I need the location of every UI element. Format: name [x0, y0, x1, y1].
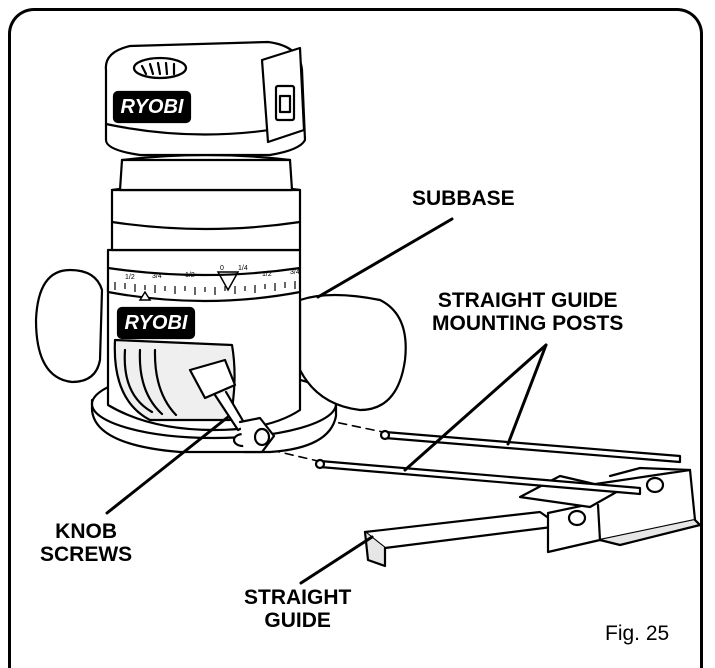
callout-straight-guide-line2: GUIDE [264, 609, 331, 632]
callout-mounting-posts-line2: MOUNTING POSTS [432, 312, 624, 335]
base-logo: RYOBI [125, 312, 188, 334]
scale-mark-label: 1/2 [262, 271, 272, 278]
callout-straight-guide-line1: STRAIGHT [244, 586, 352, 609]
knob-screws-leader [105, 415, 230, 515]
callout-subbase: SUBBASE [412, 187, 515, 210]
callout-knob-screws: KNOB SCREWS [40, 520, 132, 566]
mounting-posts [314, 429, 682, 496]
posts-leader-2 [506, 343, 548, 446]
scale-labels: 1/2 3/4 1/2 0 1/4 1/2 3/4 [125, 265, 300, 281]
figure-frame [8, 8, 703, 668]
scale-mark-label: 1/2 [125, 274, 135, 281]
scale-mark-label: 3/4 [152, 273, 162, 280]
depth-scale [114, 281, 296, 295]
router-base [34, 248, 407, 454]
posts-leader-1 [403, 343, 548, 472]
callout-mounting-posts: STRAIGHT GUIDE MOUNTING POSTS [432, 289, 623, 335]
scale-mark-label: 1/2 [185, 272, 195, 279]
straight-guide-leader [299, 535, 374, 585]
callout-mounting-posts-line1: STRAIGHT GUIDE [437, 289, 618, 312]
subbase-leader [316, 217, 454, 299]
scale-mark-label: 1/4 [238, 265, 248, 272]
router-motor [104, 40, 307, 252]
figure-label: Fig. 25 [605, 622, 670, 645]
callout-straight-guide: STRAIGHT GUIDE [244, 586, 351, 632]
leader-lines [105, 217, 548, 585]
motor-logo: RYOBI [121, 96, 184, 118]
scale-mark-label: 0 [220, 265, 224, 272]
scale-mark-label: 3/4 [290, 269, 300, 276]
callout-knob-screws-line2: SCREWS [40, 543, 133, 566]
callout-knob-screws-line1: KNOB [55, 520, 118, 543]
